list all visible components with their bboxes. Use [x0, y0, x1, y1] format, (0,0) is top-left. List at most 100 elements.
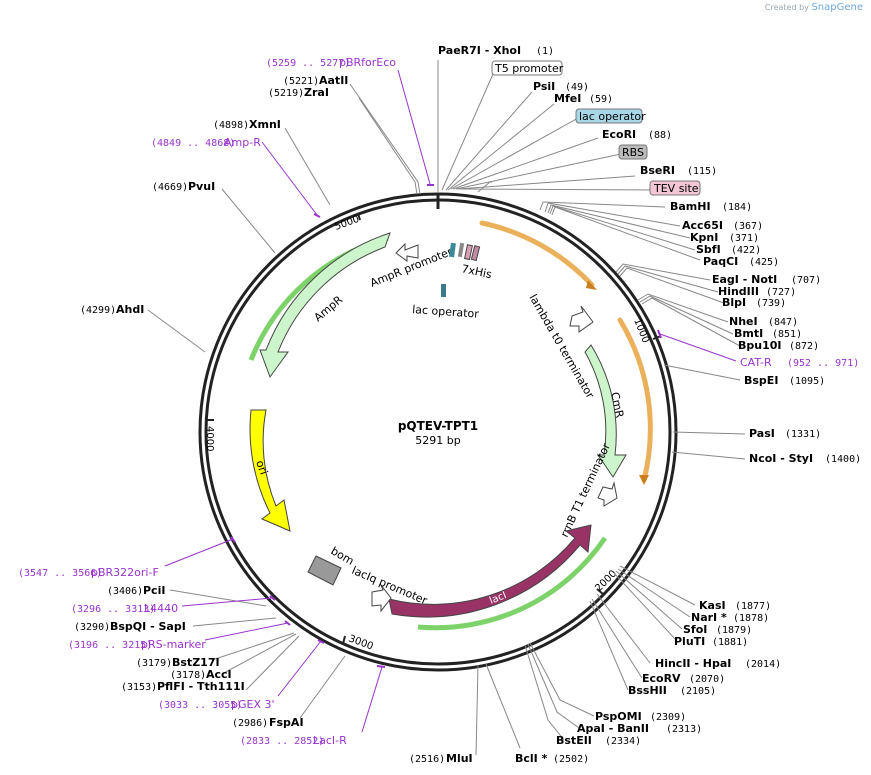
site-ahdi[interactable]: AhdI [116, 303, 144, 316]
feature-tev-small[interactable] [463, 244, 473, 261]
feature-ampr[interactable] [259, 232, 391, 379]
feature-his-small[interactable] [470, 245, 481, 262]
feature-lambda-terminator[interactable] [569, 305, 594, 333]
primer-arc-catr[interactable] [657, 329, 662, 339]
site-pvui[interactable]: PvuI [188, 180, 215, 193]
site-ncoi-styi[interactable]: NcoI - StyI [749, 452, 813, 465]
callout-rbs[interactable]: RBS [618, 144, 648, 160]
site-pos-zrai: (5219) [268, 88, 304, 99]
site-nari[interactable]: NarI * [691, 611, 727, 624]
site-zrai[interactable]: ZraI [304, 86, 329, 99]
primer-arc-l4440[interactable] [269, 595, 276, 601]
site-kasi[interactable]: KasI [699, 599, 726, 612]
site-bsshii[interactable]: BssHII [628, 684, 667, 697]
feature-label-lambda: lambda t0 terminator [526, 292, 596, 401]
site-mfei[interactable]: MfeI [554, 92, 581, 105]
site-bpu10i[interactable]: Bpu10I [738, 339, 782, 352]
site-hincii-hpai[interactable]: HincII - HpaI [655, 657, 731, 670]
site-bcli[interactable]: BclI * [515, 752, 548, 765]
site-pos-sfoi: (1879) [716, 625, 752, 636]
site-pspomi[interactable]: PspOMI [595, 710, 642, 723]
feature-label-his: 7xHis [460, 262, 493, 281]
primer-prs-marker[interactable]: pRS-marker [141, 638, 206, 651]
site-pos-bmti: (851) [772, 329, 802, 340]
site-sbfi[interactable]: SbfI [696, 243, 721, 256]
site-pos-bsteii: (2334) [605, 736, 641, 747]
callout-lac-operator[interactable]: lac operator [575, 108, 646, 124]
site-bsteii[interactable]: BstEII [556, 734, 592, 747]
site-pos-bcli: (2502) [553, 754, 589, 765]
site-nhei[interactable]: NheI [729, 315, 758, 328]
site-eagi-noti[interactable]: EagI - NotI [712, 273, 777, 286]
site-pluti[interactable]: PluTI [674, 635, 705, 648]
primer-catr[interactable]: CAT-R [740, 356, 772, 369]
site-acc65i[interactable]: Acc65I [682, 219, 723, 232]
site-paqci[interactable]: PaqCI [703, 255, 738, 268]
site-sfoi[interactable]: SfoI [683, 623, 707, 636]
site-hindiii[interactable]: HindIII [718, 285, 759, 298]
site-pos-bseri: (115) [687, 166, 717, 177]
primer-arc-ampr[interactable] [313, 213, 321, 218]
site-pos-sbfi: (422) [731, 245, 761, 256]
feature-ori[interactable] [249, 409, 291, 532]
site-pos-bstz17i: (3179) [136, 658, 172, 669]
feature-amp-promoter[interactable] [395, 242, 419, 262]
site-aatii[interactable]: AatII [319, 74, 348, 87]
site-bstz17i[interactable]: BstZ17I [172, 656, 220, 669]
site-mlui[interactable]: MluI [446, 752, 473, 765]
site-paer7i-xhoi[interactable]: PaeR7I - XhoI [438, 44, 521, 57]
callout-t5-promoter[interactable]: T5 promoter [491, 60, 564, 76]
feature-cmr[interactable] [584, 344, 627, 478]
primer-l4440[interactable]: L4440 [144, 602, 178, 615]
feature-bom[interactable] [307, 555, 342, 586]
site-bamhi[interactable]: BamHI [670, 200, 711, 213]
site-psii[interactable]: PsiI [533, 80, 555, 93]
snapgene-logo: SnapGene [811, 2, 863, 13]
feature-rrnb-terminator[interactable] [597, 481, 618, 507]
feature-laciq-promoter[interactable] [371, 584, 392, 613]
callout-tev-site[interactable]: TEV site [649, 180, 701, 196]
site-apai-banii[interactable]: ApaI - BanII [577, 722, 649, 735]
site-pflfi-tth111i[interactable]: PflFI - Tth111I [157, 680, 245, 693]
feature-label-cmr: CmR [608, 391, 626, 420]
feature-lac-operator-inner[interactable] [441, 284, 446, 297]
primer-lacir[interactable]: LacI-R [313, 734, 347, 747]
site-bspqi-sapi[interactable]: BspQI - SapI [110, 620, 186, 633]
orf-highlight-top [479, 220, 595, 288]
primer-ampr[interactable]: Amp-R [224, 136, 261, 149]
feature-rbs-small[interactable] [457, 242, 465, 258]
primer-pgex3[interactable]: pGEX 3' [231, 698, 275, 711]
site-kpni[interactable]: KpnI [690, 231, 718, 244]
orf-arrowhead-right [639, 475, 649, 485]
site-bseri[interactable]: BseRI [640, 164, 675, 177]
site-pos-hincii: (2014) [745, 659, 781, 670]
primer-pbr322orif[interactable]: pBR322ori-F [91, 566, 159, 579]
site-blpi[interactable]: BlpI [722, 296, 746, 309]
site-bspei[interactable]: BspEI [744, 374, 778, 387]
site-xmni[interactable]: XmnI [249, 118, 281, 131]
site-ecorv[interactable]: EcoRV [642, 672, 681, 685]
site-pcii[interactable]: PciI [143, 584, 165, 597]
site-pos-psii: (49) [565, 82, 589, 93]
plasmid-size: 5291 bp [415, 434, 460, 447]
brand-prefix: Created by [764, 3, 809, 12]
plasmid-name: pQTEV-TPT1 [398, 419, 478, 433]
site-ecori[interactable]: EcoRI [602, 128, 636, 141]
snapgene-brand: Created by SnapGene [765, 2, 863, 13]
feature-label-lac-operator: lac operator [412, 303, 480, 321]
tick-label-4000: 4000 [204, 426, 215, 451]
feature-lac-operator-small[interactable] [449, 242, 456, 258]
site-pasi[interactable]: PasI [749, 427, 775, 440]
site-fspai[interactable]: FspAI [269, 716, 304, 729]
site-acci[interactable]: AccI [206, 668, 232, 681]
site-pos-paqci: (425) [749, 257, 779, 268]
primer-arc-lacir[interactable] [376, 665, 386, 668]
site-labels: PaeR7I - XhoI (1) PsiI (49) MfeI (59) Ec… [74, 44, 861, 765]
site-bmti[interactable]: BmtI [734, 327, 763, 340]
feature-laci[interactable] [388, 524, 592, 618]
primer-pbrforeco[interactable]: pBRforEco [339, 56, 396, 69]
site-pos-pflfi: (3153) [121, 682, 157, 693]
orf-arrowhead-top [586, 280, 597, 290]
site-pos-pcii: (3406) [107, 586, 143, 597]
